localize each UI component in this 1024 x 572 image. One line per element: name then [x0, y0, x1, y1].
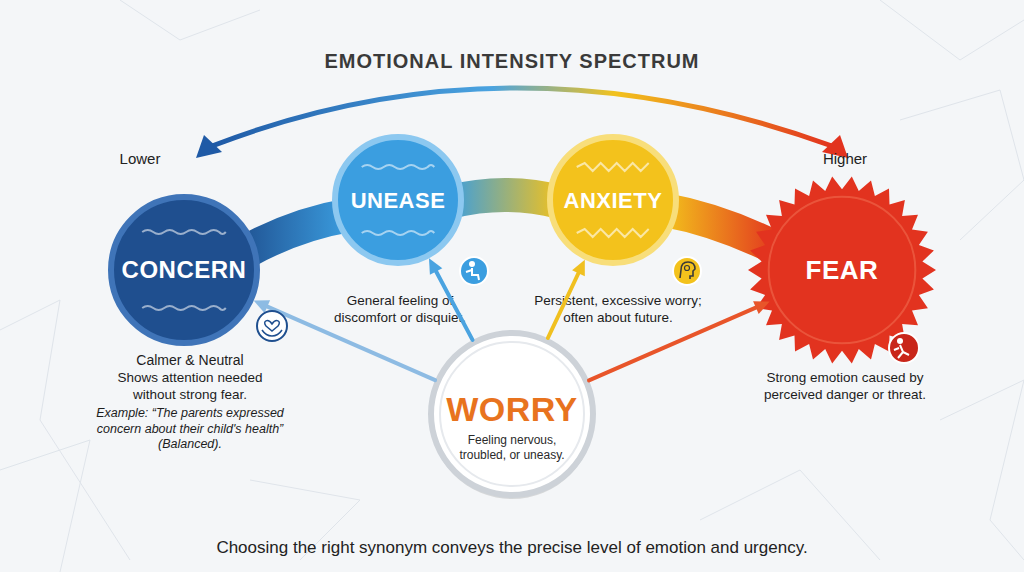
wave-line — [362, 231, 435, 235]
connector-line — [548, 271, 580, 339]
node-description: General feeling of discomfort or disquie… — [314, 293, 486, 327]
danger-icon — [889, 333, 919, 363]
network-line — [0, 440, 90, 572]
node-description: Persistent, excessive worry; often about… — [533, 293, 703, 327]
scale-label: Higher — [815, 150, 875, 167]
icon-badge — [257, 311, 287, 341]
arrow-head — [429, 258, 442, 275]
care-icon — [257, 311, 287, 341]
node-description: Feeling nervous, troubled, or uneasy. — [453, 433, 571, 463]
zigzag-line — [577, 163, 649, 171]
node-heading: ANXIETY — [547, 187, 679, 215]
diagram-title: EMOTIONAL INTENSITY SPECTRUM — [262, 49, 762, 73]
spectrum-arc — [212, 88, 832, 146]
connector-arrow — [429, 258, 473, 340]
icon-badge — [889, 333, 919, 363]
arrow-head — [753, 301, 770, 314]
node-subheading: Calmer & Neutral — [90, 352, 290, 370]
unease-circle: UNEASEGeneral feeling of discomfort or d… — [332, 134, 464, 266]
anxiety-circle: ANXIETYPersistent, excessive worry; ofte… — [547, 134, 679, 266]
node-description: Shows attention needed without strong fe… — [104, 370, 276, 404]
arrow-head — [572, 260, 585, 277]
connector-arrow — [589, 301, 770, 380]
scale-label: Lower — [110, 150, 170, 167]
head-glyph — [469, 261, 475, 267]
concern-circle: CONCERNCalmer & NeutralShows attention n… — [108, 194, 260, 346]
heart-glyph — [265, 321, 280, 331]
icon-badge — [673, 257, 701, 285]
connector-line — [435, 269, 473, 340]
head-glyph — [897, 338, 903, 344]
connector-line — [265, 305, 436, 380]
node-heading: CONCERN — [108, 255, 260, 285]
worry-circle: WORRYFeeling nervous, troubled, or uneas… — [428, 330, 596, 498]
network-line — [120, 0, 260, 40]
connector-band — [665, 210, 780, 250]
example-note: Example: “The parents expressed concern … — [96, 406, 284, 453]
network-line — [880, 0, 1024, 60]
diagram-caption: Choosing the right synonym conveys the p… — [62, 538, 962, 558]
network-line — [940, 380, 1024, 560]
person-icon — [460, 257, 488, 285]
fear-burst: FEARStrong emotion caused by perceived d… — [748, 176, 936, 364]
node-heading: WORRY — [428, 388, 596, 431]
wave-line — [362, 165, 435, 169]
hands-glyph — [262, 330, 282, 336]
network-line — [900, 90, 1024, 240]
node-description: Strong emotion caused by perceived dange… — [759, 370, 931, 404]
icon-badge — [460, 257, 488, 285]
arrow-head — [254, 300, 271, 313]
burst-shape — [748, 177, 936, 364]
wave-line — [142, 306, 226, 310]
swirl-glyph — [685, 266, 690, 271]
wave-line — [142, 230, 226, 234]
connector-arrow — [548, 260, 585, 338]
node-heading: FEAR — [748, 254, 936, 287]
connector-line — [589, 306, 759, 380]
running-glyph — [894, 345, 909, 358]
mind-icon — [673, 257, 701, 285]
connector-band — [450, 195, 560, 202]
head-profile-glyph — [680, 262, 695, 279]
node-heading: UNEASE — [332, 187, 464, 215]
zigzag-line — [577, 229, 649, 237]
arrow-head-left — [196, 135, 222, 158]
body-glyph — [466, 268, 479, 280]
connector-arrow — [254, 300, 436, 380]
